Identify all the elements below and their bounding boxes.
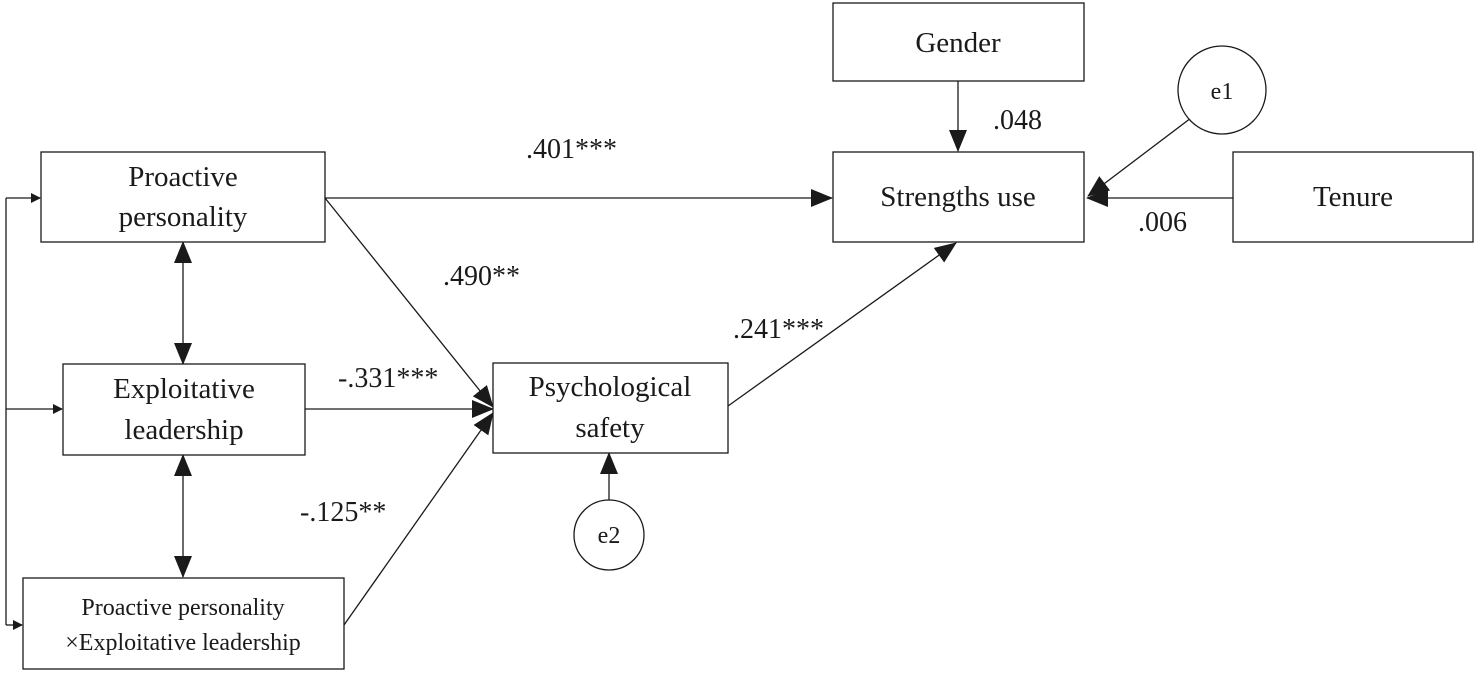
path-interaction-to-psych (343, 412, 494, 626)
node-interaction-label-1: Proactive personality (81, 595, 284, 621)
node-strengths-use: Strengths use (832, 151, 1085, 243)
node-e2-label: e2 (598, 523, 621, 549)
node-psych-label-2: safety (575, 412, 645, 444)
coef-interaction-to-psych: -.125** (300, 497, 386, 528)
node-interaction: Proactive personality ×Exploitative lead… (22, 577, 345, 670)
coef-gender-to-strengths: .048 (993, 105, 1042, 136)
node-proactive-personality: Proactive personality (40, 151, 326, 243)
node-proactive-label-2: personality (119, 201, 248, 233)
node-exploitative-leadership: Exploitative leadership (62, 363, 306, 456)
node-strengths-use-label: Strengths use (880, 181, 1035, 213)
path-e1-to-strengths (1087, 117, 1192, 197)
coef-tenure-to-strengths: .006 (1138, 207, 1187, 238)
predictor-bracket (5, 193, 63, 630)
node-gender: Gender (832, 2, 1085, 82)
node-tenure: Tenure (1232, 151, 1474, 243)
node-exploitative-label-1: Exploitative (113, 373, 255, 405)
path-psych-to-strengths (727, 242, 957, 407)
node-psych-label-1: Psychological (529, 371, 692, 403)
node-interaction-label-2: ×Exploitative leadership (65, 630, 300, 656)
node-tenure-label: Tenure (1313, 181, 1393, 213)
path-proactive-to-psych (324, 197, 494, 408)
coef-psych-to-strengths: .241*** (733, 314, 824, 345)
node-e2: e2 (573, 499, 645, 571)
node-e1: e1 (1177, 45, 1267, 135)
coef-exploitative-to-psych: -.331*** (338, 363, 438, 394)
node-exploitative-label-2: leadership (124, 414, 243, 446)
node-proactive-label-1: Proactive (128, 161, 238, 193)
coef-proactive-to-psych: .490** (443, 261, 520, 292)
node-psychological-safety: Psychological safety (492, 362, 729, 454)
coef-proactive-to-strengths: .401*** (526, 134, 617, 165)
node-e1-label: e1 (1211, 79, 1234, 105)
node-gender-label: Gender (915, 27, 1001, 59)
